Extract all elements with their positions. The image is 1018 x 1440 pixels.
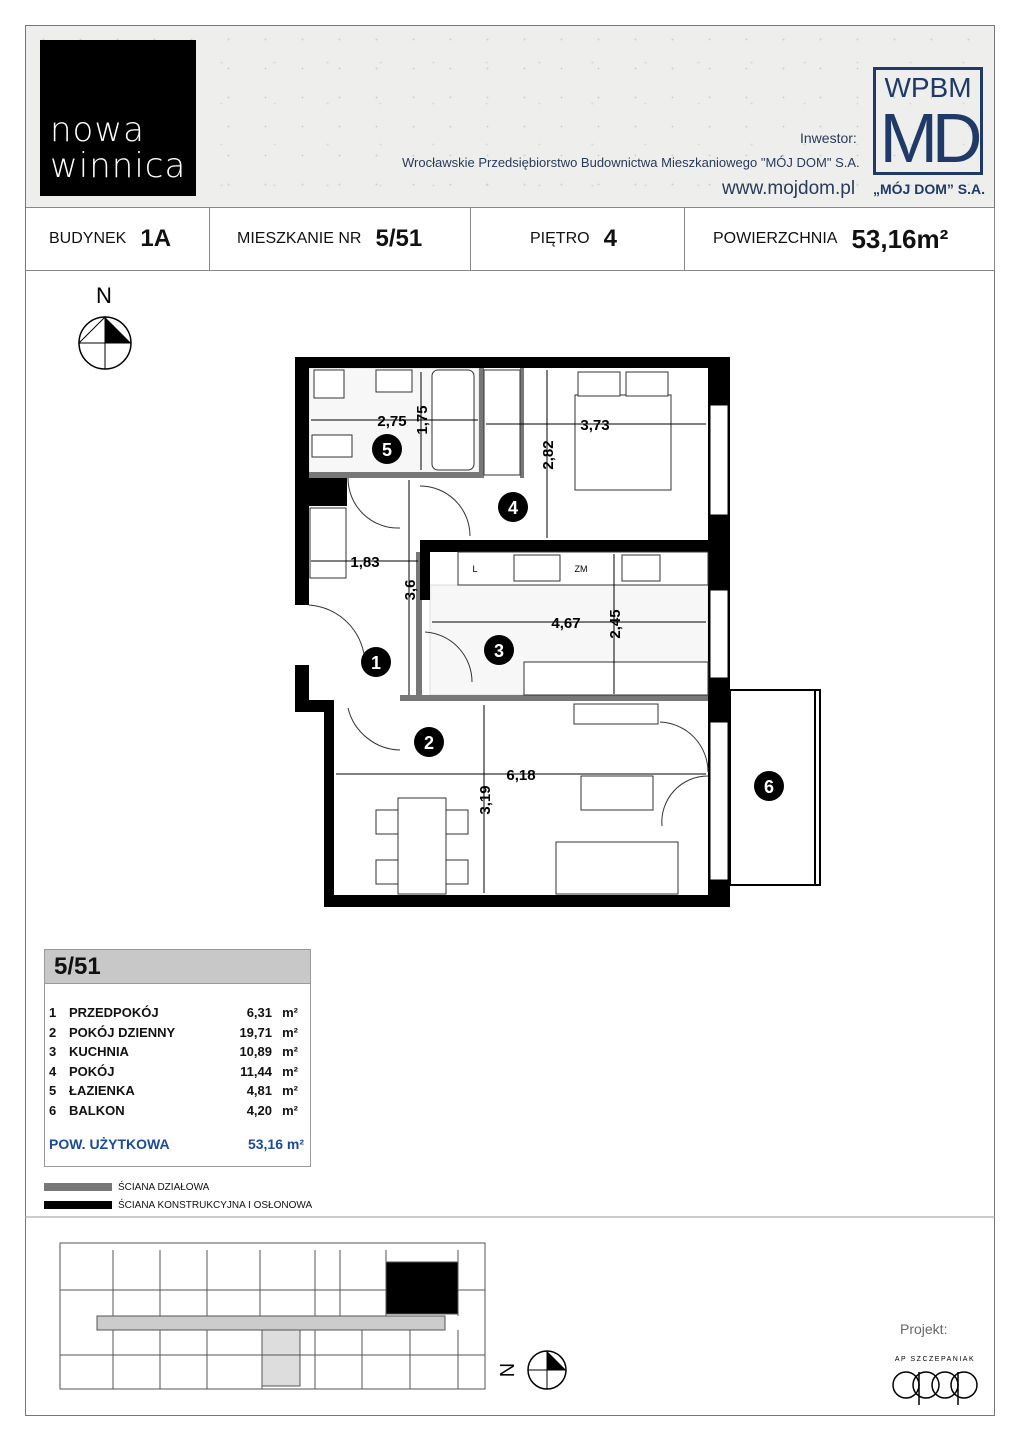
room-number: 2 bbox=[49, 1024, 57, 1040]
brand-logo: nowa winnica bbox=[40, 40, 196, 196]
room-name: PRZEDPOKÓJ bbox=[69, 1005, 159, 1020]
room-name: POKÓJ DZIENNY bbox=[69, 1024, 176, 1040]
key-plan-compass-icon: N bbox=[497, 1350, 567, 1390]
room-name: KUCHNIA bbox=[69, 1044, 129, 1059]
room-area: 11,44 bbox=[240, 1063, 272, 1079]
doors bbox=[308, 477, 709, 827]
architect-logo: AP SZCZEPANIAK bbox=[892, 1356, 978, 1405]
room-area: 6,31 bbox=[246, 1005, 272, 1020]
area-value: 53,16m² bbox=[851, 223, 949, 254]
architect-name: AP SZCZEPANIAK bbox=[895, 1356, 975, 1363]
room-markers: 1 2 3 4 5 6 bbox=[361, 434, 784, 801]
dim-2-45: 2,45 bbox=[607, 609, 624, 638]
dimension-lines bbox=[311, 370, 706, 893]
north-compass-icon: N bbox=[77, 283, 132, 370]
kitchen-label-l: L bbox=[472, 564, 477, 574]
room-row: 2 POKÓJ DZIENNY 19,71 m² bbox=[49, 1025, 304, 1041]
dimension-labels: 2,75 1,75 3,73 2,82 1,83 3,6 4,67 2,45 6… bbox=[350, 405, 624, 814]
room-row: 1 PRZEDPOKÓJ 6,31 m² bbox=[49, 1005, 304, 1021]
legend-structural-label: ŚCIANA KONSTRUKCYJNA I OSŁONOWA bbox=[118, 1200, 313, 1211]
windows bbox=[709, 404, 729, 881]
dim-4-67: 4,67 bbox=[551, 615, 580, 632]
room-unit: m² bbox=[282, 1005, 298, 1020]
room-number: 4 bbox=[49, 1063, 57, 1079]
room-unit: m² bbox=[282, 1102, 298, 1118]
room-row: 6 BALKON 4,20 m² bbox=[49, 1103, 304, 1119]
investor-website[interactable]: www.mojdom.pl bbox=[722, 178, 856, 199]
room-unit: m² bbox=[282, 1063, 298, 1079]
brand-line1: nowa bbox=[50, 110, 145, 150]
room-marker-4: 4 bbox=[508, 498, 518, 518]
area-label: POWIERZCHNIA bbox=[713, 230, 838, 247]
summary-table: 5/51 bbox=[44, 949, 311, 1167]
logo-top: WPBM bbox=[884, 72, 972, 103]
room-marker-5: 5 bbox=[382, 440, 392, 460]
key-plan-north-label: N bbox=[497, 1363, 519, 1377]
room-row: 5 ŁAZIENKA 4,81 m² bbox=[49, 1083, 304, 1099]
room-row: 3 KUCHNIA 10,89 m² bbox=[49, 1044, 304, 1060]
room-marker-6: 6 bbox=[764, 777, 774, 797]
room-unit: m² bbox=[282, 1024, 298, 1040]
page-frame bbox=[25, 25, 995, 1416]
room-name: BALKON bbox=[69, 1102, 125, 1118]
floor-value: 4 bbox=[603, 225, 617, 252]
dim-1-75: 1,75 bbox=[414, 405, 431, 434]
room-marker-2: 2 bbox=[424, 733, 434, 753]
info-floor: PIĘTRO 4 bbox=[471, 208, 685, 271]
north-label: N bbox=[96, 283, 112, 308]
dim-2-82: 2,82 bbox=[540, 440, 557, 469]
legend-partition: ŚCIANA DZIAŁOWA bbox=[44, 1182, 209, 1193]
info-area: POWIERZCHNIA 53,16m² bbox=[685, 208, 995, 271]
room-marker-3: 3 bbox=[494, 641, 504, 661]
apartment-value: 5/51 bbox=[375, 225, 423, 252]
room-name: POKÓJ bbox=[69, 1063, 115, 1079]
summary-title: 5/51 bbox=[45, 950, 310, 984]
brand-line2: winnica bbox=[50, 146, 187, 186]
room-area: 4,81 bbox=[246, 1083, 272, 1098]
structural-swatch bbox=[44, 1201, 112, 1210]
room-name: ŁAZIENKA bbox=[69, 1083, 135, 1098]
legend-structural: ŚCIANA KONSTRUKCYJNA I OSŁONOWA bbox=[44, 1200, 312, 1211]
investor-logo: WPBM MD bbox=[873, 67, 983, 175]
room-number: 5 bbox=[49, 1083, 57, 1098]
logo-mid: MD bbox=[879, 99, 983, 177]
dim-2-75: 2,75 bbox=[377, 413, 406, 430]
room-number: 3 bbox=[49, 1044, 57, 1059]
legend-partition-label: ŚCIANA DZIAŁOWA bbox=[118, 1182, 210, 1193]
partition-walls bbox=[309, 368, 708, 701]
room-area: 4,20 bbox=[246, 1102, 272, 1118]
room-number: 6 bbox=[49, 1102, 57, 1118]
investor-company: Wrocławskie Przedsiębiorstwo Budownictwa… bbox=[402, 155, 860, 170]
room-area: 10,89 bbox=[239, 1044, 272, 1059]
dim-3-73: 3,73 bbox=[580, 417, 609, 434]
furniture bbox=[309, 369, 709, 895]
dim-3-6: 3,6 bbox=[402, 580, 419, 601]
floor-label: PIĘTRO bbox=[530, 230, 590, 247]
partition-swatch bbox=[44, 1183, 112, 1192]
room-row: 4 POKÓJ 11,44 m² bbox=[49, 1064, 304, 1080]
dim-3-19: 3,19 bbox=[477, 785, 494, 814]
total-value: 53,16 m² bbox=[247, 1136, 304, 1152]
kitchen-label-zm: ZM bbox=[575, 564, 588, 574]
room-area: 19,71 bbox=[239, 1024, 272, 1040]
room-marker-1: 1 bbox=[371, 653, 381, 673]
total-label: POW. UŻYTKOWA bbox=[49, 1136, 170, 1152]
building-label: BUDYNEK bbox=[49, 230, 127, 247]
info-apartment: MIESZKANIE NR 5/51 bbox=[210, 208, 471, 271]
investor-label: Inwestor: bbox=[800, 130, 857, 146]
dim-1-83: 1,83 bbox=[350, 554, 379, 571]
room-number: 1 bbox=[49, 1005, 57, 1020]
info-building: BUDYNEK 1A bbox=[25, 208, 210, 271]
building-key-plan bbox=[59, 1242, 486, 1390]
dim-6-18: 6,18 bbox=[506, 767, 535, 784]
project-label: Projekt: bbox=[900, 1321, 948, 1337]
room-unit: m² bbox=[282, 1083, 298, 1098]
logo-bottom: „MÓJ DOM” S.A. bbox=[873, 181, 986, 197]
apartment-label: MIESZKANIE NR bbox=[237, 230, 362, 247]
total-row: POW. UŻYTKOWA 53,16 m² bbox=[49, 1136, 304, 1152]
building-value: 1A bbox=[140, 225, 172, 252]
room-unit: m² bbox=[282, 1044, 298, 1059]
